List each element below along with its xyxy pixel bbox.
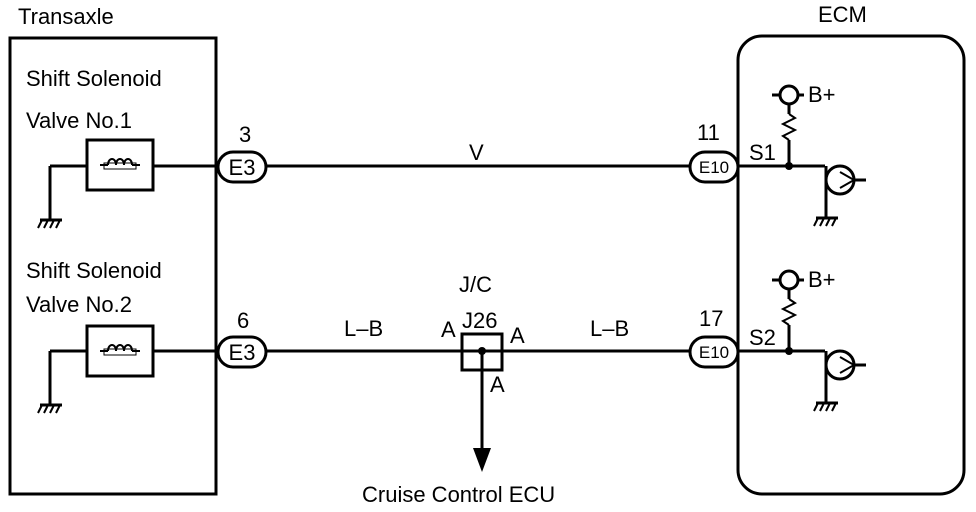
ecm-circuit-2 [738,269,866,412]
bottom-wire-color-right: L–B [590,316,629,341]
ecm-box [736,34,966,496]
jc-pin-down: A [490,372,505,397]
connector-e3-top: E3 [216,150,268,184]
top-left-pin: 3 [239,122,251,147]
connector-e10-top-label: E10 [699,158,729,177]
ecm-s2-label: S2 [749,325,776,350]
connector-e10-top: E10 [688,150,740,184]
ground-icon [37,403,62,414]
ground-icon [37,218,62,229]
connector-e3-bottom-label: E3 [229,340,256,365]
ecm-b-plus-1: B+ [808,82,836,107]
connector-e3-top-label: E3 [229,155,256,180]
jc-pin-left: A [441,317,456,342]
bottom-right-pin: 17 [699,306,723,331]
connector-e10-bottom-label: E10 [699,343,729,362]
junction-connector-icon [460,332,504,462]
connector-e10-bottom: E10 [688,335,740,369]
destination-label: Cruise Control ECU [362,482,555,507]
jc-name: J26 [462,308,497,333]
transaxle-box [8,36,218,496]
ecm-circuit-1 [738,84,866,227]
ecm-title: ECM [818,2,867,27]
jc-title: J/C [459,272,492,297]
valve1-label-line2: Valve No.1 [26,108,132,133]
transaxle-title: Transaxle [18,4,114,29]
valve2-label-line1: Shift Solenoid [26,258,162,283]
valve2-label-line2: Valve No.2 [26,292,132,317]
arrow-down-icon [473,448,491,472]
jc-pin-right: A [510,323,525,348]
connector-e3-bottom: E3 [216,335,268,369]
top-wire-color: V [469,140,484,165]
bottom-wire-color-left: L–B [344,316,383,341]
valve1-label-line1: Shift Solenoid [26,66,162,91]
ecm-b-plus-2: B+ [808,267,836,292]
top-right-pin: 11 [697,120,720,145]
valve1-solenoid-icon [48,138,218,220]
ecm-s1-label: S1 [749,140,776,165]
bottom-left-pin: 6 [237,308,249,333]
valve2-solenoid-icon [48,324,218,405]
